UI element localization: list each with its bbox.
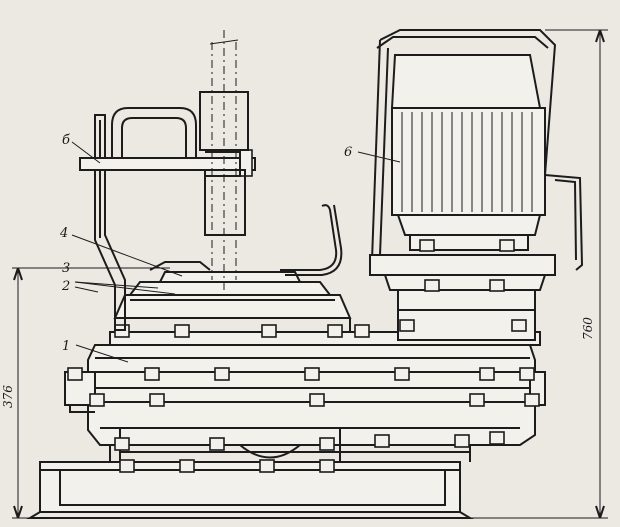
side-bracket (94, 114, 126, 331)
callout-6: 6 (344, 145, 352, 160)
callout-4: 4 (59, 226, 68, 241)
callout-3: 3 (62, 261, 70, 276)
dimension-760-label: 760 (581, 317, 595, 340)
cooling-fins (401, 112, 533, 212)
callout-leaders (71, 141, 401, 363)
callout-1: 1 (62, 339, 70, 354)
top-crossbar (79, 107, 256, 177)
clamp-arm (149, 204, 343, 276)
dimension-376-label: 376 (1, 385, 15, 408)
callout-2: 2 (61, 279, 70, 294)
spindle-column (199, 30, 249, 290)
base-skid (26, 461, 474, 519)
callout-5: б (62, 133, 70, 148)
dimension-760 (470, 29, 608, 519)
gearbox-bolts (67, 367, 540, 473)
electric-motor (369, 29, 584, 341)
dimension-376 (12, 267, 170, 519)
